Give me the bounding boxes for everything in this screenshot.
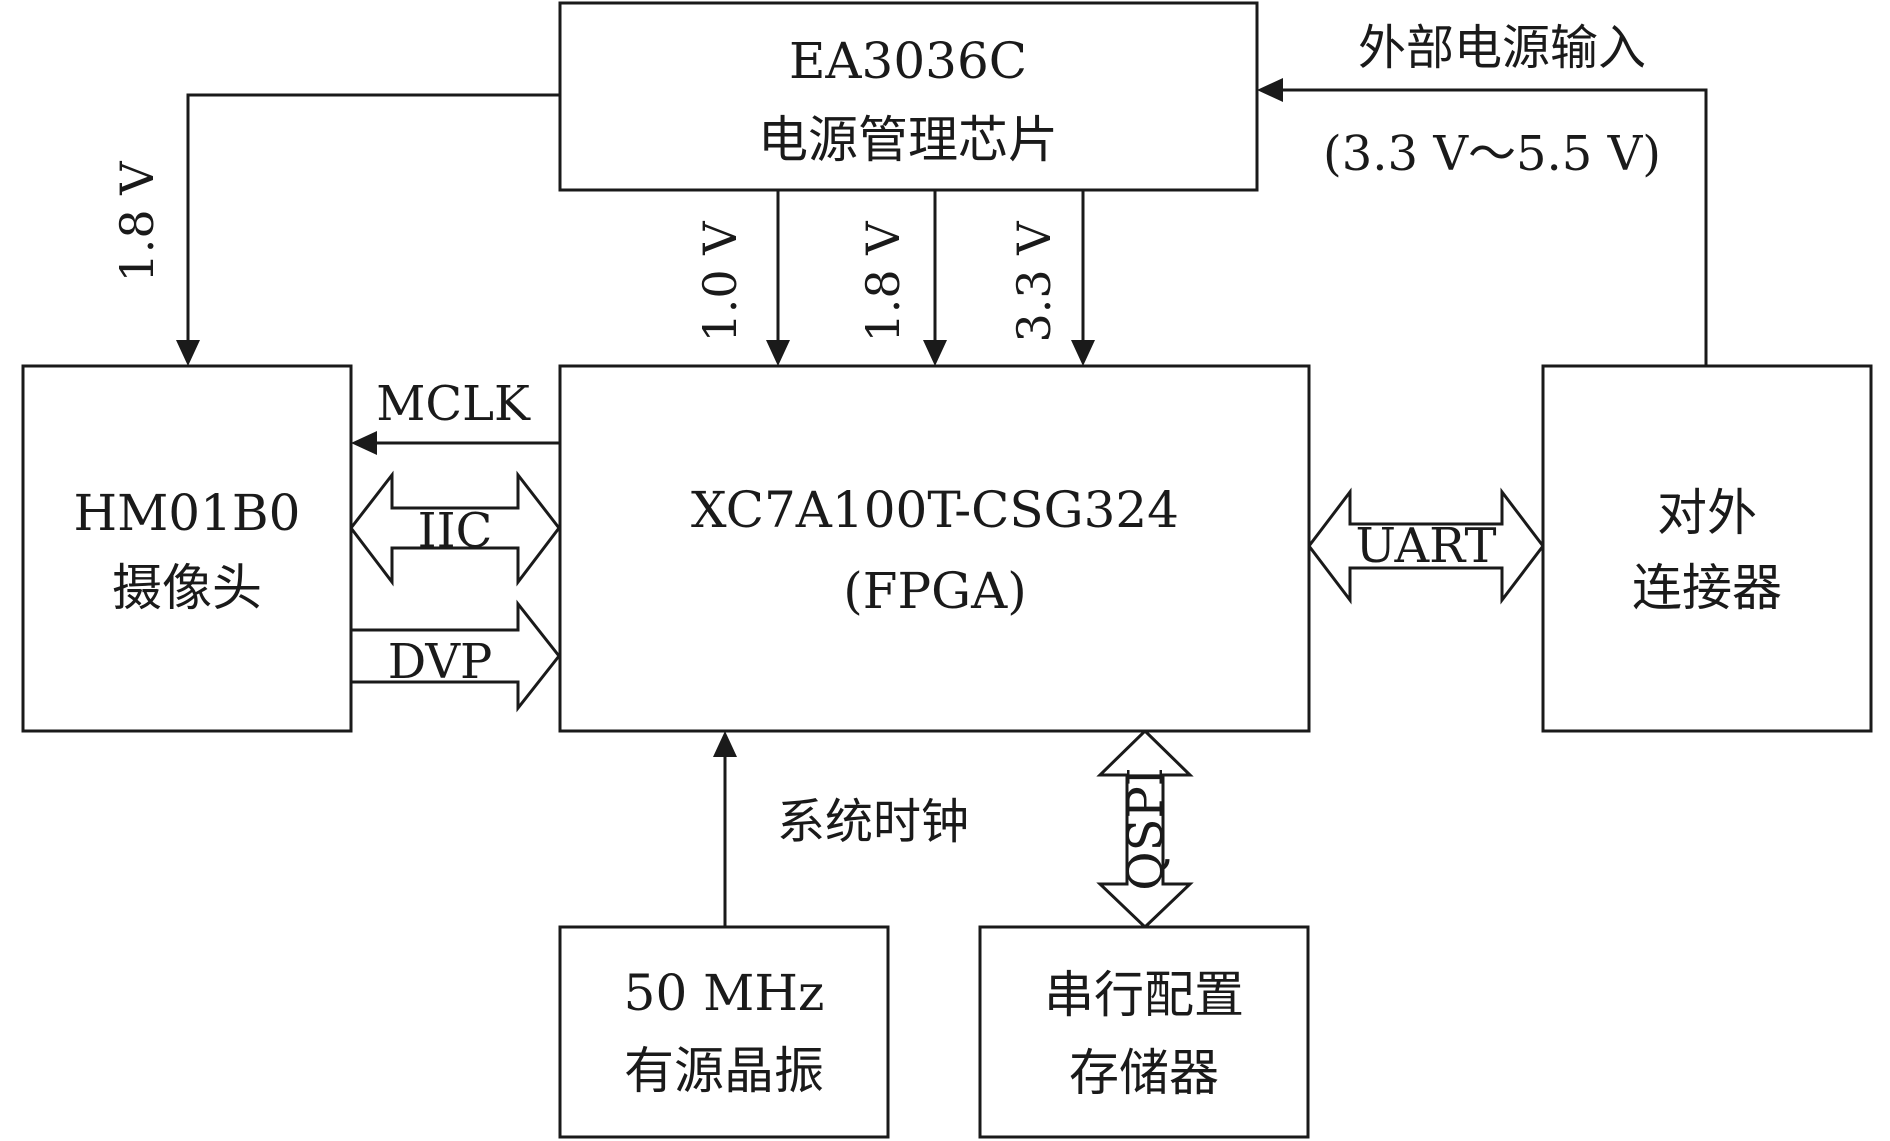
- oscillator-frequency: 50 MHz: [624, 964, 825, 1022]
- external-power-label: 外部电源输入: [1358, 20, 1646, 76]
- connector-name-line1: 对外: [1657, 484, 1757, 542]
- flash-name-line1: 串行配置: [1044, 966, 1244, 1024]
- fpga-voltage-label-1v0: 1.0 V: [693, 221, 747, 343]
- power-chip-model: EA3036C: [789, 32, 1027, 90]
- iic-label: IIC: [418, 503, 493, 559]
- mclk-label: MCLK: [376, 376, 531, 432]
- dvp-label: DVP: [388, 634, 493, 690]
- oscillator-block: [558, 925, 890, 1139]
- fpga-voltage-label-3v3: 3.3 V: [1007, 221, 1061, 343]
- dvp-bus-arrow: [349, 599, 561, 713]
- fpga-block: [558, 364, 1311, 733]
- connector-name-line2: 连接器: [1632, 559, 1782, 617]
- fpga-model: XC7A100T-CSG324: [691, 481, 1179, 539]
- fpga-power-arrowhead-1v0: [766, 340, 790, 366]
- camera-voltage-label: 1.8 V: [110, 161, 164, 283]
- power-management-chip: [558, 1, 1259, 192]
- qspi-label: QSPI: [1118, 767, 1174, 891]
- fpga-power-arrowhead-1v8: [923, 340, 947, 366]
- uart-label: UART: [1356, 518, 1497, 574]
- mclk-arrowhead: [351, 431, 377, 455]
- flash-name-line2: 存储器: [1069, 1044, 1219, 1102]
- camera-power-arrowhead: [176, 340, 200, 366]
- external-power-range: (3.3 V～5.5 V): [1323, 126, 1661, 182]
- power-chip-name: 电源管理芯片: [758, 111, 1058, 169]
- camera-power-wire: [186, 93, 560, 345]
- external-power-arrowhead: [1257, 78, 1283, 102]
- system-clock-arrowhead: [713, 731, 737, 757]
- fpga-name: (FPGA): [843, 562, 1026, 620]
- oscillator-name: 有源晶振: [624, 1042, 824, 1100]
- system-clock-label: 系统时钟: [777, 794, 969, 850]
- fpga-power-arrowhead-3v3: [1071, 340, 1095, 366]
- camera-name: 摄像头: [112, 559, 262, 617]
- camera-model: HM01B0: [74, 484, 301, 542]
- connector-block: [1541, 364, 1873, 733]
- fpga-voltage-label-1v8: 1.8 V: [856, 221, 910, 343]
- external-power-wire: [1278, 88, 1708, 366]
- flash-block: [978, 925, 1310, 1139]
- camera-block: [21, 364, 353, 733]
